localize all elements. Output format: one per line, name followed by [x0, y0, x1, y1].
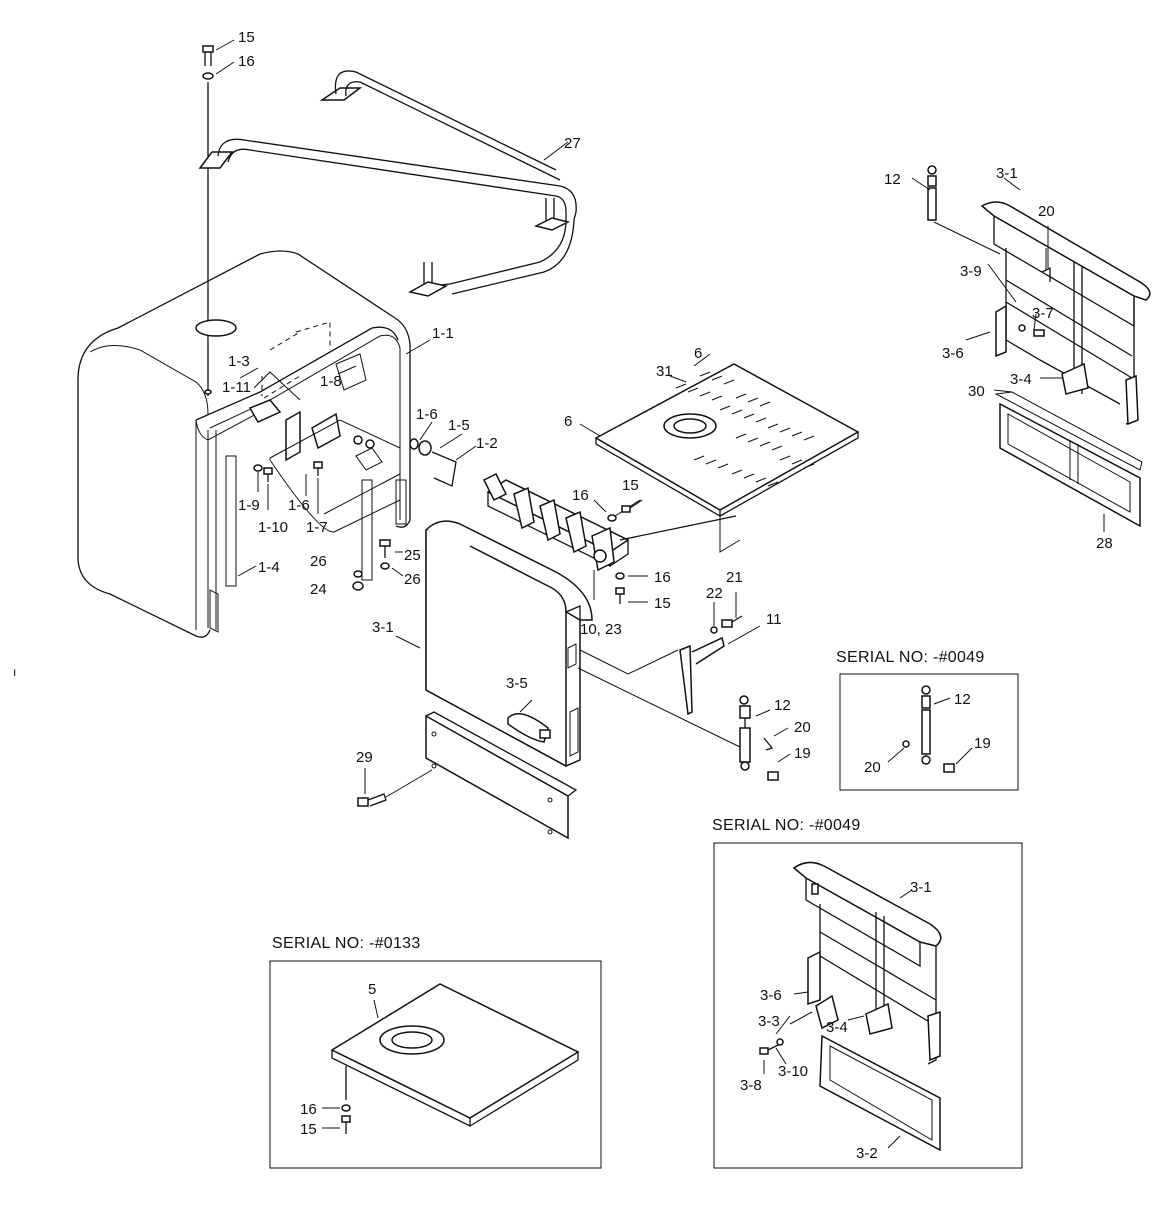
- stay-arm: [579, 592, 761, 716]
- label-3-10: 3-10: [778, 1063, 808, 1080]
- label-22: 22: [706, 585, 723, 602]
- label-1-11: 1-11: [222, 379, 251, 396]
- label-12-tr: 12: [884, 171, 901, 188]
- label-15-mid: 15: [622, 477, 639, 494]
- hardware-24-25-26: [352, 539, 404, 591]
- label-19-main: 19: [794, 745, 811, 762]
- label-3-1-main: 3-1: [372, 619, 394, 636]
- label-5: 5: [368, 981, 376, 998]
- label-29: 29: [356, 749, 373, 766]
- label-3-4-box: 3-4: [826, 1019, 848, 1036]
- hinge-bracket: [482, 472, 737, 600]
- label-3-1-tr: 3-1: [996, 165, 1018, 182]
- label-16: 16: [238, 53, 255, 70]
- label-1-5: 1-5: [448, 417, 470, 434]
- label-3-4-tr: 3-4: [1010, 371, 1032, 388]
- label-15: 15: [238, 29, 255, 46]
- label-6b: 6: [564, 413, 572, 430]
- label-20-tr: 20: [1038, 203, 1055, 220]
- label-3-2: 3-2: [856, 1145, 878, 1162]
- label-12-main: 12: [774, 697, 791, 714]
- serial-title-door-assy: SERIAL NO: -#0049: [712, 817, 861, 834]
- handrail: [198, 70, 577, 297]
- label-16-mid2: 16: [654, 569, 671, 586]
- serial-title-gas-spring: SERIAL NO: -#0049: [836, 649, 985, 666]
- inset-floor-plate: [269, 960, 602, 1169]
- label-25: 25: [404, 547, 421, 564]
- gas-spring-main: [577, 667, 791, 781]
- hood-bolts: [253, 461, 323, 514]
- label-3-3: 3-3: [758, 1013, 780, 1030]
- label-3-8: 3-8: [740, 1077, 762, 1094]
- serial-title-floor-plate: SERIAL NO: -#0133: [272, 935, 421, 952]
- inset-gas-spring: [839, 673, 1019, 791]
- label-3-5: 3-5: [506, 675, 528, 692]
- label-20-box: 20: [864, 759, 881, 776]
- stray-mark: ı: [13, 665, 16, 679]
- label-16-box: 16: [300, 1101, 317, 1118]
- floor-plate: [579, 353, 860, 553]
- door-assembly-top-right: [911, 165, 1151, 426]
- label-11: 11: [766, 611, 782, 628]
- label-15-box: 15: [300, 1121, 317, 1138]
- label-26a: 26: [310, 553, 327, 570]
- label-1-2: 1-2: [476, 435, 498, 452]
- inset-titles: SERIAL NO: -#0049 SERIAL NO: -#0049 SERI…: [272, 649, 985, 952]
- label-27: 27: [564, 135, 581, 152]
- label-31: 31: [656, 363, 673, 380]
- mid-bolts: [593, 499, 648, 604]
- label-1-6b: 1-6: [288, 497, 310, 514]
- label-15-mid2: 15: [654, 595, 671, 612]
- label-6a: 6: [694, 345, 702, 362]
- label-3-6-box: 3-6: [760, 987, 782, 1004]
- label-28: 28: [1096, 535, 1113, 552]
- hood-body: [77, 250, 431, 638]
- latch-hardware: [409, 421, 477, 487]
- label-1-3: 1-3: [228, 353, 250, 370]
- inset-door-assembly: [713, 842, 1023, 1169]
- label-1-7: 1-7: [306, 519, 328, 536]
- label-16-mid: 16: [572, 487, 589, 504]
- label-21: 21: [726, 569, 743, 586]
- label-3-1-box: 3-1: [910, 879, 932, 896]
- door-frame-28: [993, 389, 1143, 532]
- label-26b: 26: [404, 571, 421, 588]
- lower-plate: [357, 711, 578, 840]
- label-1-8: 1-8: [320, 373, 342, 390]
- front-panel: [395, 520, 593, 768]
- label-1-10: 1-10: [258, 519, 288, 536]
- label-3-9: 3-9: [960, 263, 982, 280]
- label-24: 24: [310, 581, 327, 598]
- label-20-main: 20: [794, 719, 811, 736]
- label-3-7: 3-7: [1032, 305, 1054, 322]
- label-12-box: 12: [954, 691, 971, 708]
- label-1-4: 1-4: [258, 559, 280, 576]
- label-10-23: 10, 23: [580, 621, 622, 638]
- label-3-6-tr: 3-6: [942, 345, 964, 362]
- label-1-9: 1-9: [238, 497, 260, 514]
- label-1-6a: 1-6: [416, 406, 438, 423]
- label-19-box: 19: [974, 735, 991, 752]
- label-1-1: 1-1: [432, 325, 454, 342]
- hood-brackets: [248, 353, 401, 533]
- part-labels: 15 16 27 1-1 1-3 1-8 1-11 1-6 1-5 1-2 1-…: [222, 29, 1113, 1162]
- top-bolt: [202, 39, 235, 396]
- label-30: 30: [968, 383, 985, 400]
